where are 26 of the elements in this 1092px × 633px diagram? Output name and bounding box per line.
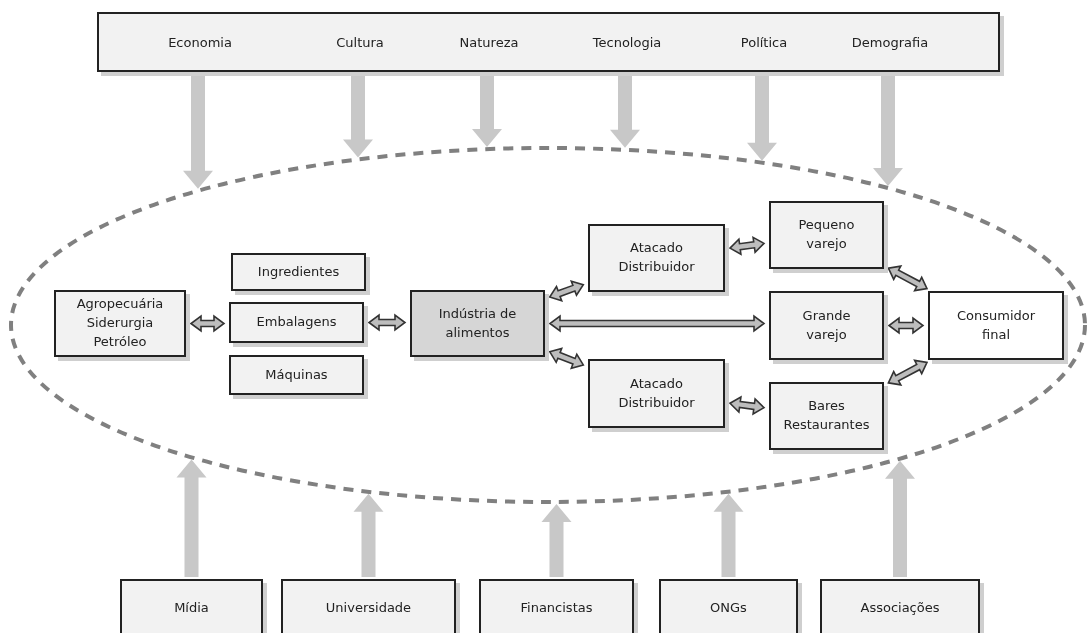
double-arrow bbox=[887, 359, 929, 386]
block-arrow bbox=[610, 74, 640, 148]
double-arrow bbox=[728, 235, 766, 256]
dashed-ellipse bbox=[8, 145, 1088, 505]
block-arrow bbox=[747, 74, 777, 161]
factor-label: Política bbox=[740, 34, 788, 50]
double-arrow bbox=[367, 313, 407, 332]
factor-label: Cultura bbox=[336, 34, 384, 50]
factor-label: Economia bbox=[168, 34, 232, 50]
double-arrow bbox=[189, 314, 226, 333]
factor-label: Tecnologia bbox=[592, 34, 662, 50]
factor-label: Natureza bbox=[459, 34, 519, 50]
double-arrow bbox=[728, 395, 766, 416]
double-arrow bbox=[887, 265, 929, 292]
double-arrow bbox=[887, 316, 925, 335]
block-arrow bbox=[343, 74, 373, 158]
block-arrow bbox=[353, 493, 384, 577]
block-arrow bbox=[176, 459, 207, 577]
double-arrow bbox=[548, 314, 766, 333]
block-arrow bbox=[873, 74, 903, 186]
factor-label: Demografia bbox=[851, 34, 929, 50]
block-arrow bbox=[183, 74, 213, 189]
block-arrow bbox=[472, 74, 502, 148]
block-arrow bbox=[713, 493, 744, 577]
block-arrow bbox=[885, 460, 915, 577]
block-arrow bbox=[541, 504, 572, 577]
